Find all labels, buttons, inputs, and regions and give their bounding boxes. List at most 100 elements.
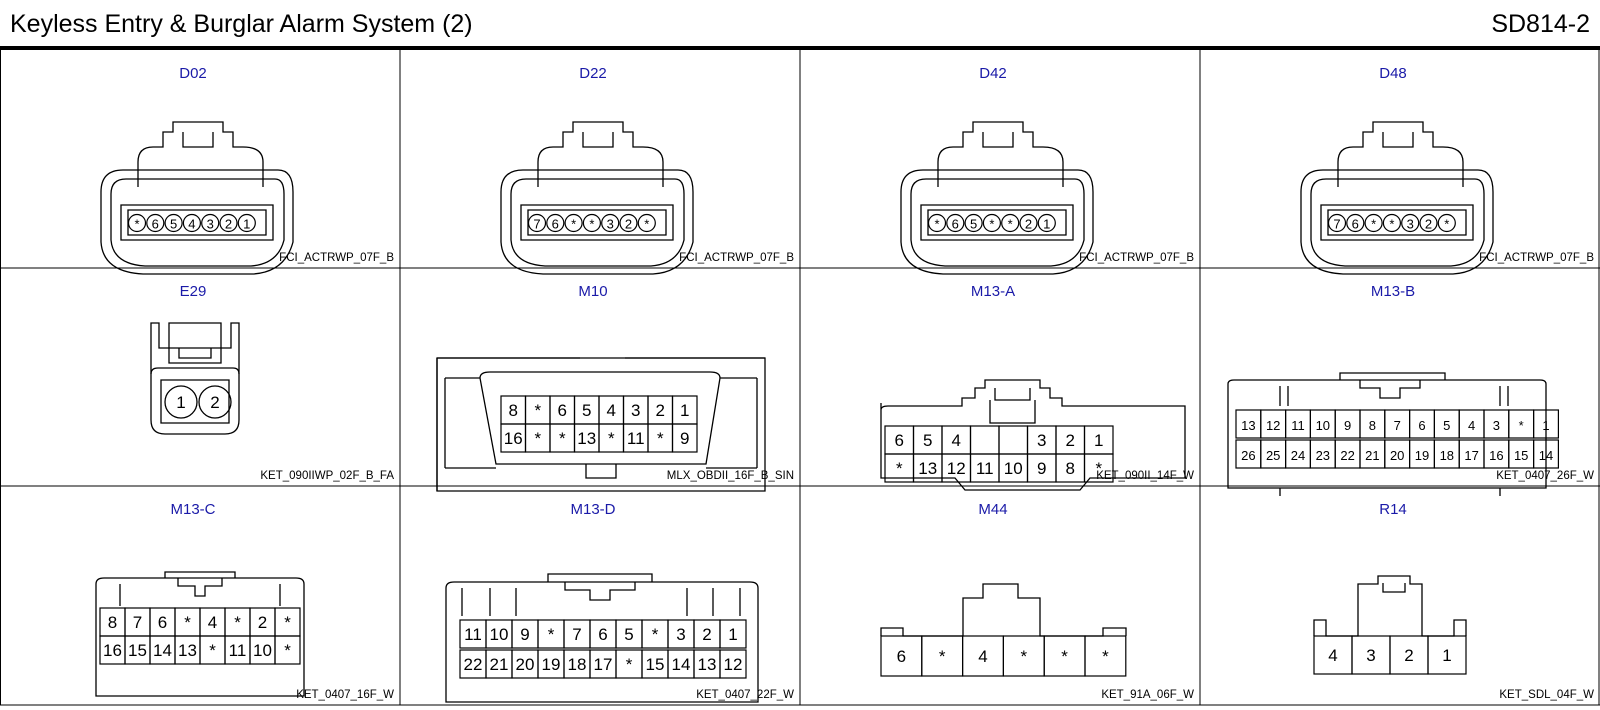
svg-text:*: * xyxy=(1519,418,1524,433)
connector-pin: 2 xyxy=(219,213,238,233)
svg-text:9: 9 xyxy=(680,429,689,448)
svg-text:5: 5 xyxy=(624,625,633,644)
connector-pin: 7 xyxy=(124,607,151,637)
connector-pin: 3 xyxy=(1026,425,1057,455)
svg-text:2: 2 xyxy=(1425,217,1432,232)
connector-pin: * xyxy=(524,423,551,453)
connector-pin: 2 xyxy=(1019,213,1038,233)
connector-pin: * xyxy=(224,607,251,637)
svg-text:6: 6 xyxy=(558,401,567,420)
connector-pin: * xyxy=(647,423,674,453)
svg-text:2: 2 xyxy=(1404,646,1413,665)
svg-text:*: * xyxy=(1389,217,1394,232)
connector-pin: 11 xyxy=(969,453,1000,483)
svg-text:21: 21 xyxy=(490,655,509,674)
connector-pin: 6 xyxy=(149,607,176,637)
connector-pin: * xyxy=(982,213,1002,233)
svg-text:1: 1 xyxy=(728,625,737,644)
svg-text:*: * xyxy=(934,217,939,232)
svg-text:15: 15 xyxy=(646,655,665,674)
connector-pin: * xyxy=(274,635,301,665)
svg-text:10: 10 xyxy=(1004,459,1023,478)
connector-pin: 1 xyxy=(164,385,198,419)
svg-text:*: * xyxy=(284,641,291,660)
connector-pin: 16 xyxy=(99,635,126,665)
part-number: KET_090IIWP_02F_B_FA xyxy=(260,470,394,482)
connector-pin: 9 xyxy=(1026,453,1057,483)
connector-pin: 13 xyxy=(573,423,600,453)
svg-text:*: * xyxy=(534,401,541,420)
svg-text:12: 12 xyxy=(1266,418,1280,433)
connector-pin: 15 xyxy=(1508,439,1535,469)
connector-pin: * xyxy=(524,395,551,425)
svg-text:6: 6 xyxy=(1418,418,1425,433)
connector-pin: 1 xyxy=(237,213,256,233)
connector-body xyxy=(1313,575,1467,637)
svg-text:*: * xyxy=(1102,647,1109,666)
connector-name: D42 xyxy=(979,65,1007,82)
svg-text:6: 6 xyxy=(152,217,159,232)
connector-body xyxy=(445,573,759,703)
connector-pin: * xyxy=(927,213,947,233)
connector-body xyxy=(1227,372,1547,496)
connector-pin: 5 xyxy=(573,395,600,425)
part-labels: FCI_ACTRWP_07F_B FCI_ACTRWP_07F_B FCI_AC… xyxy=(260,252,1594,701)
connector-pin: 4 xyxy=(182,213,201,233)
connector-pin: * xyxy=(921,635,964,677)
svg-text:1: 1 xyxy=(1442,646,1451,665)
connector-pin: 16 xyxy=(500,423,527,453)
connector-body xyxy=(100,121,294,275)
connector-pin: 1 xyxy=(671,395,698,425)
svg-text:2: 2 xyxy=(1025,217,1032,232)
svg-text:11: 11 xyxy=(464,625,482,644)
connector-grid: D02 D22 D42 D48 E29 M10 M13-A M13-B M13-… xyxy=(0,50,1600,706)
connector-pin xyxy=(969,425,1000,455)
connector-pin: 24 xyxy=(1284,439,1311,469)
svg-text:5: 5 xyxy=(170,217,177,232)
connector-pin: * xyxy=(1043,635,1086,677)
svg-text:18: 18 xyxy=(1440,448,1454,463)
connector-pin: 5 xyxy=(615,619,643,649)
connector-body xyxy=(500,121,694,275)
connector-pin: 12 xyxy=(1260,409,1287,439)
svg-text:*: * xyxy=(534,429,541,448)
connector-pin: 9 xyxy=(1334,409,1361,439)
svg-text:7: 7 xyxy=(572,625,581,644)
connector-pin: 14 xyxy=(667,649,695,679)
part-number: KET_0407_26F_W xyxy=(1496,470,1594,482)
svg-text:1: 1 xyxy=(176,393,185,412)
svg-text:23: 23 xyxy=(1316,448,1330,463)
connector-pin: 7 xyxy=(1384,409,1411,439)
connector-pin: 19 xyxy=(537,649,565,679)
svg-text:1: 1 xyxy=(1094,431,1103,450)
svg-text:10: 10 xyxy=(490,625,509,644)
svg-text:20: 20 xyxy=(516,655,535,674)
connector-pin: * xyxy=(615,649,643,679)
svg-text:5: 5 xyxy=(970,217,977,232)
svg-text:8: 8 xyxy=(1369,418,1376,433)
connector-pin: * xyxy=(174,607,201,637)
connector-pin: 15 xyxy=(124,635,151,665)
connector-pin: * xyxy=(1002,635,1045,677)
svg-text:10: 10 xyxy=(1316,418,1330,433)
connector-name: D02 xyxy=(179,65,207,82)
svg-text:7: 7 xyxy=(1333,217,1340,232)
svg-text:*: * xyxy=(284,613,291,632)
connector-pin: * xyxy=(549,423,576,453)
svg-text:*: * xyxy=(559,429,566,448)
svg-text:6: 6 xyxy=(952,217,959,232)
svg-text:3: 3 xyxy=(1037,431,1046,450)
svg-text:*: * xyxy=(184,613,191,632)
svg-text:6: 6 xyxy=(158,613,167,632)
svg-text:*: * xyxy=(1061,647,1068,666)
connector-body xyxy=(1300,121,1494,275)
connector-name: E29 xyxy=(180,283,207,300)
svg-text:11: 11 xyxy=(229,641,247,660)
connector-pin: * xyxy=(564,213,583,233)
svg-text:10: 10 xyxy=(253,641,272,660)
svg-text:26: 26 xyxy=(1241,448,1255,463)
connector-pin: * xyxy=(1083,453,1114,483)
connector-pin: 20 xyxy=(511,649,539,679)
connector-pin: 2 xyxy=(1055,425,1086,455)
connector-pin: 4 xyxy=(941,425,972,455)
